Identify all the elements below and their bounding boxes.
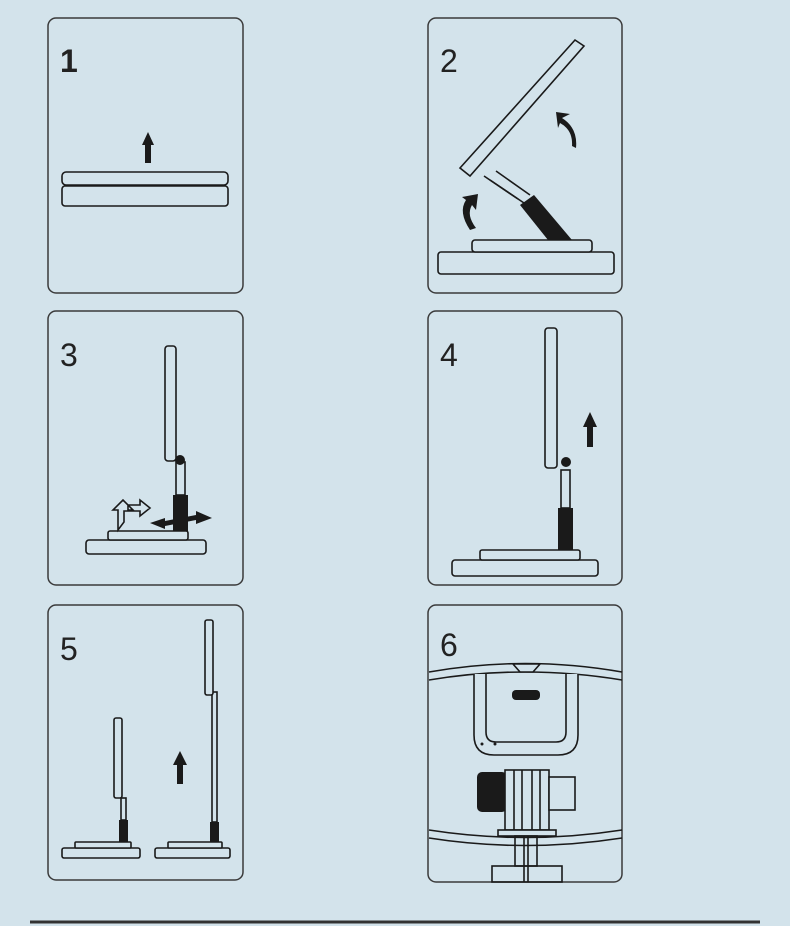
- step-number: 4: [440, 337, 458, 373]
- step-number: 3: [60, 337, 78, 373]
- step-1-panel: 1: [47, 17, 244, 294]
- arrow-up-icon: [583, 412, 597, 447]
- step-number: 2: [440, 43, 458, 79]
- step-3-panel: 3: [47, 310, 244, 586]
- lamp-head-tilted: [458, 38, 586, 178]
- rotate-arrow-icon: [462, 194, 478, 230]
- step-6-panel: 6: [427, 604, 623, 883]
- step-number: 5: [60, 631, 78, 667]
- move-arrow-icon: [111, 498, 152, 533]
- step-2-panel: 2: [427, 17, 623, 294]
- lamp-head-folded: [61, 171, 229, 186]
- lamp-base: [61, 185, 229, 207]
- step-5-panel: 5: [47, 604, 244, 881]
- knob: [477, 772, 507, 812]
- arrow-up-icon: [173, 751, 187, 784]
- rotate-arrow-icon: [556, 112, 577, 148]
- step-4-panel: 4: [427, 310, 623, 586]
- rotate-arrow-icon: [150, 511, 212, 529]
- step-number: 6: [440, 627, 458, 663]
- arrow-up-icon: [142, 132, 154, 163]
- step-number: 1: [60, 43, 78, 79]
